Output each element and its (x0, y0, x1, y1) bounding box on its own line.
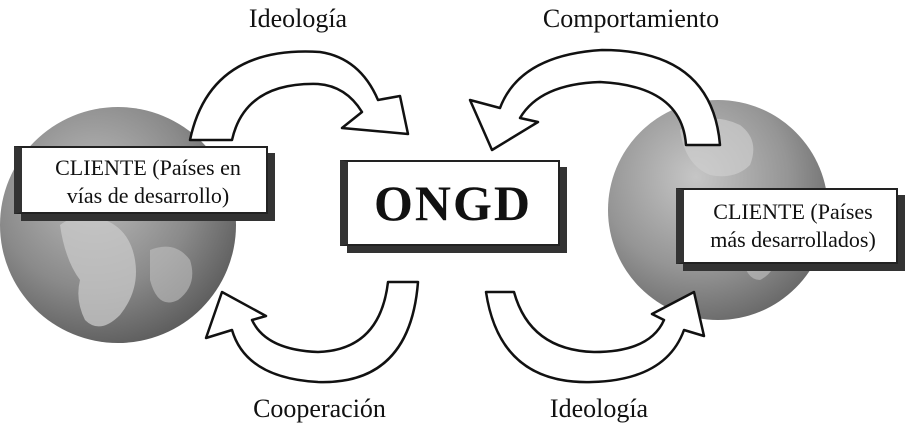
arrow-bottom-right (484, 290, 706, 384)
label-top-comportamiento: Comportamiento (542, 4, 720, 33)
client-left-line1: CLIENTE (Países en (55, 155, 241, 180)
label-top-ideologia: Ideología (248, 4, 348, 33)
client-box-left: CLIENTE (Países en vías de desarrollo) (14, 146, 268, 214)
arrow-top-right (468, 48, 722, 152)
arrow-top-left (188, 50, 410, 142)
ongd-box: ONGD (340, 160, 560, 246)
client-box-right: CLIENTE (Países más desarrollados) (676, 188, 898, 264)
client-right-line2: más desarrollados) (710, 227, 876, 252)
label-bottom-cooperacion: Cooperación (253, 394, 386, 423)
globe-left-icon (0, 107, 236, 343)
label-bottom-ideologia: Ideología (549, 394, 649, 423)
client-left-line2: vías de desarrollo) (66, 183, 230, 208)
ongd-label: ONGD (374, 175, 532, 231)
client-right-line1: CLIENTE (Países (713, 199, 873, 224)
arrow-bottom-left (204, 280, 420, 384)
